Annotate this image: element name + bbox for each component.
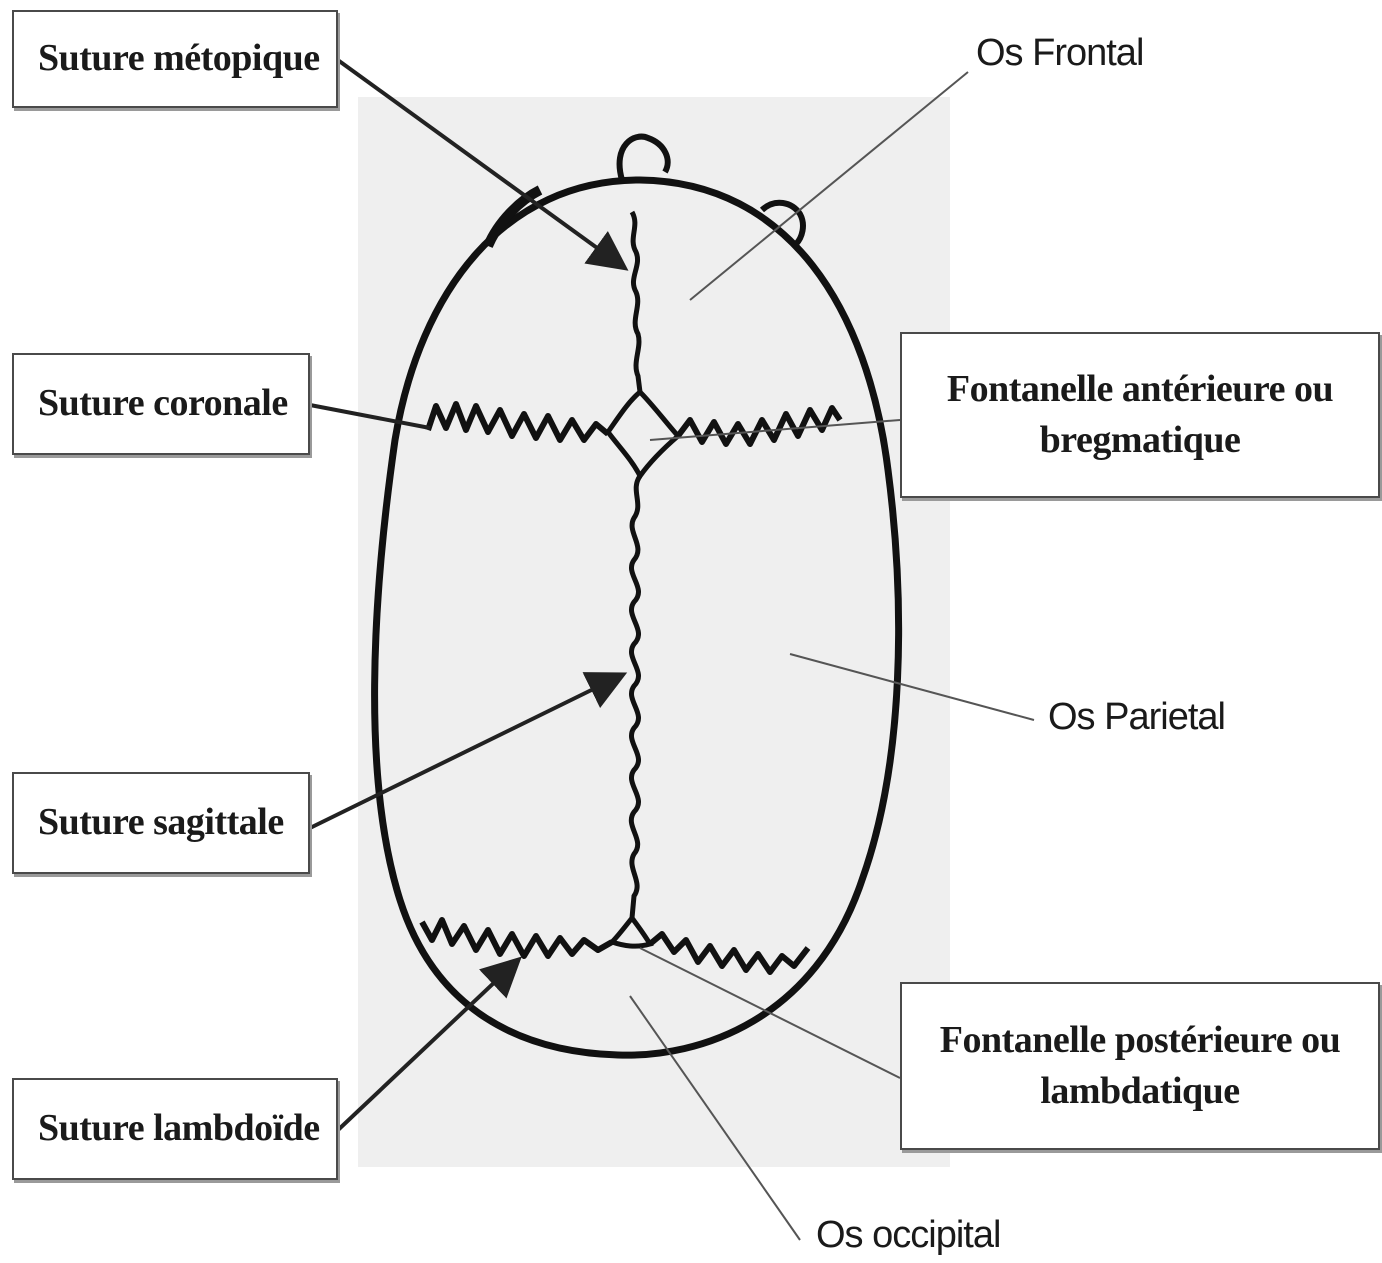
label-os-parietal: Os Parietal: [1048, 696, 1225, 739]
label-suture-sagittale: Suture sagittale: [12, 772, 310, 874]
label-os-frontal: Os Frontal: [976, 32, 1143, 75]
label-fontanelle-posterieure-line1: Fontanelle postérieure ou: [940, 1015, 1341, 1066]
background-panel: [358, 97, 950, 1167]
label-os-occipital: Os occipital: [816, 1214, 1000, 1257]
label-suture-coronale-text: Suture coronale: [38, 378, 288, 429]
label-suture-metopique: Suture métopique: [12, 10, 338, 108]
label-suture-sagittale-text: Suture sagittale: [38, 797, 284, 848]
label-suture-metopique-text: Suture métopique: [38, 33, 320, 84]
label-fontanelle-posterieure: Fontanelle postérieure ou lambdatique: [900, 982, 1380, 1150]
label-fontanelle-anterieure: Fontanelle antérieure ou bregmatique: [900, 332, 1380, 498]
label-fontanelle-anterieure-line1: Fontanelle antérieure ou: [947, 364, 1333, 415]
label-suture-coronale: Suture coronale: [12, 353, 310, 455]
label-suture-lambdoide: Suture lambdoïde: [12, 1078, 338, 1180]
label-suture-lambdoide-text: Suture lambdoïde: [38, 1103, 320, 1154]
label-fontanelle-posterieure-line2: lambdatique: [1040, 1066, 1239, 1117]
label-fontanelle-anterieure-line2: bregmatique: [1040, 415, 1241, 466]
